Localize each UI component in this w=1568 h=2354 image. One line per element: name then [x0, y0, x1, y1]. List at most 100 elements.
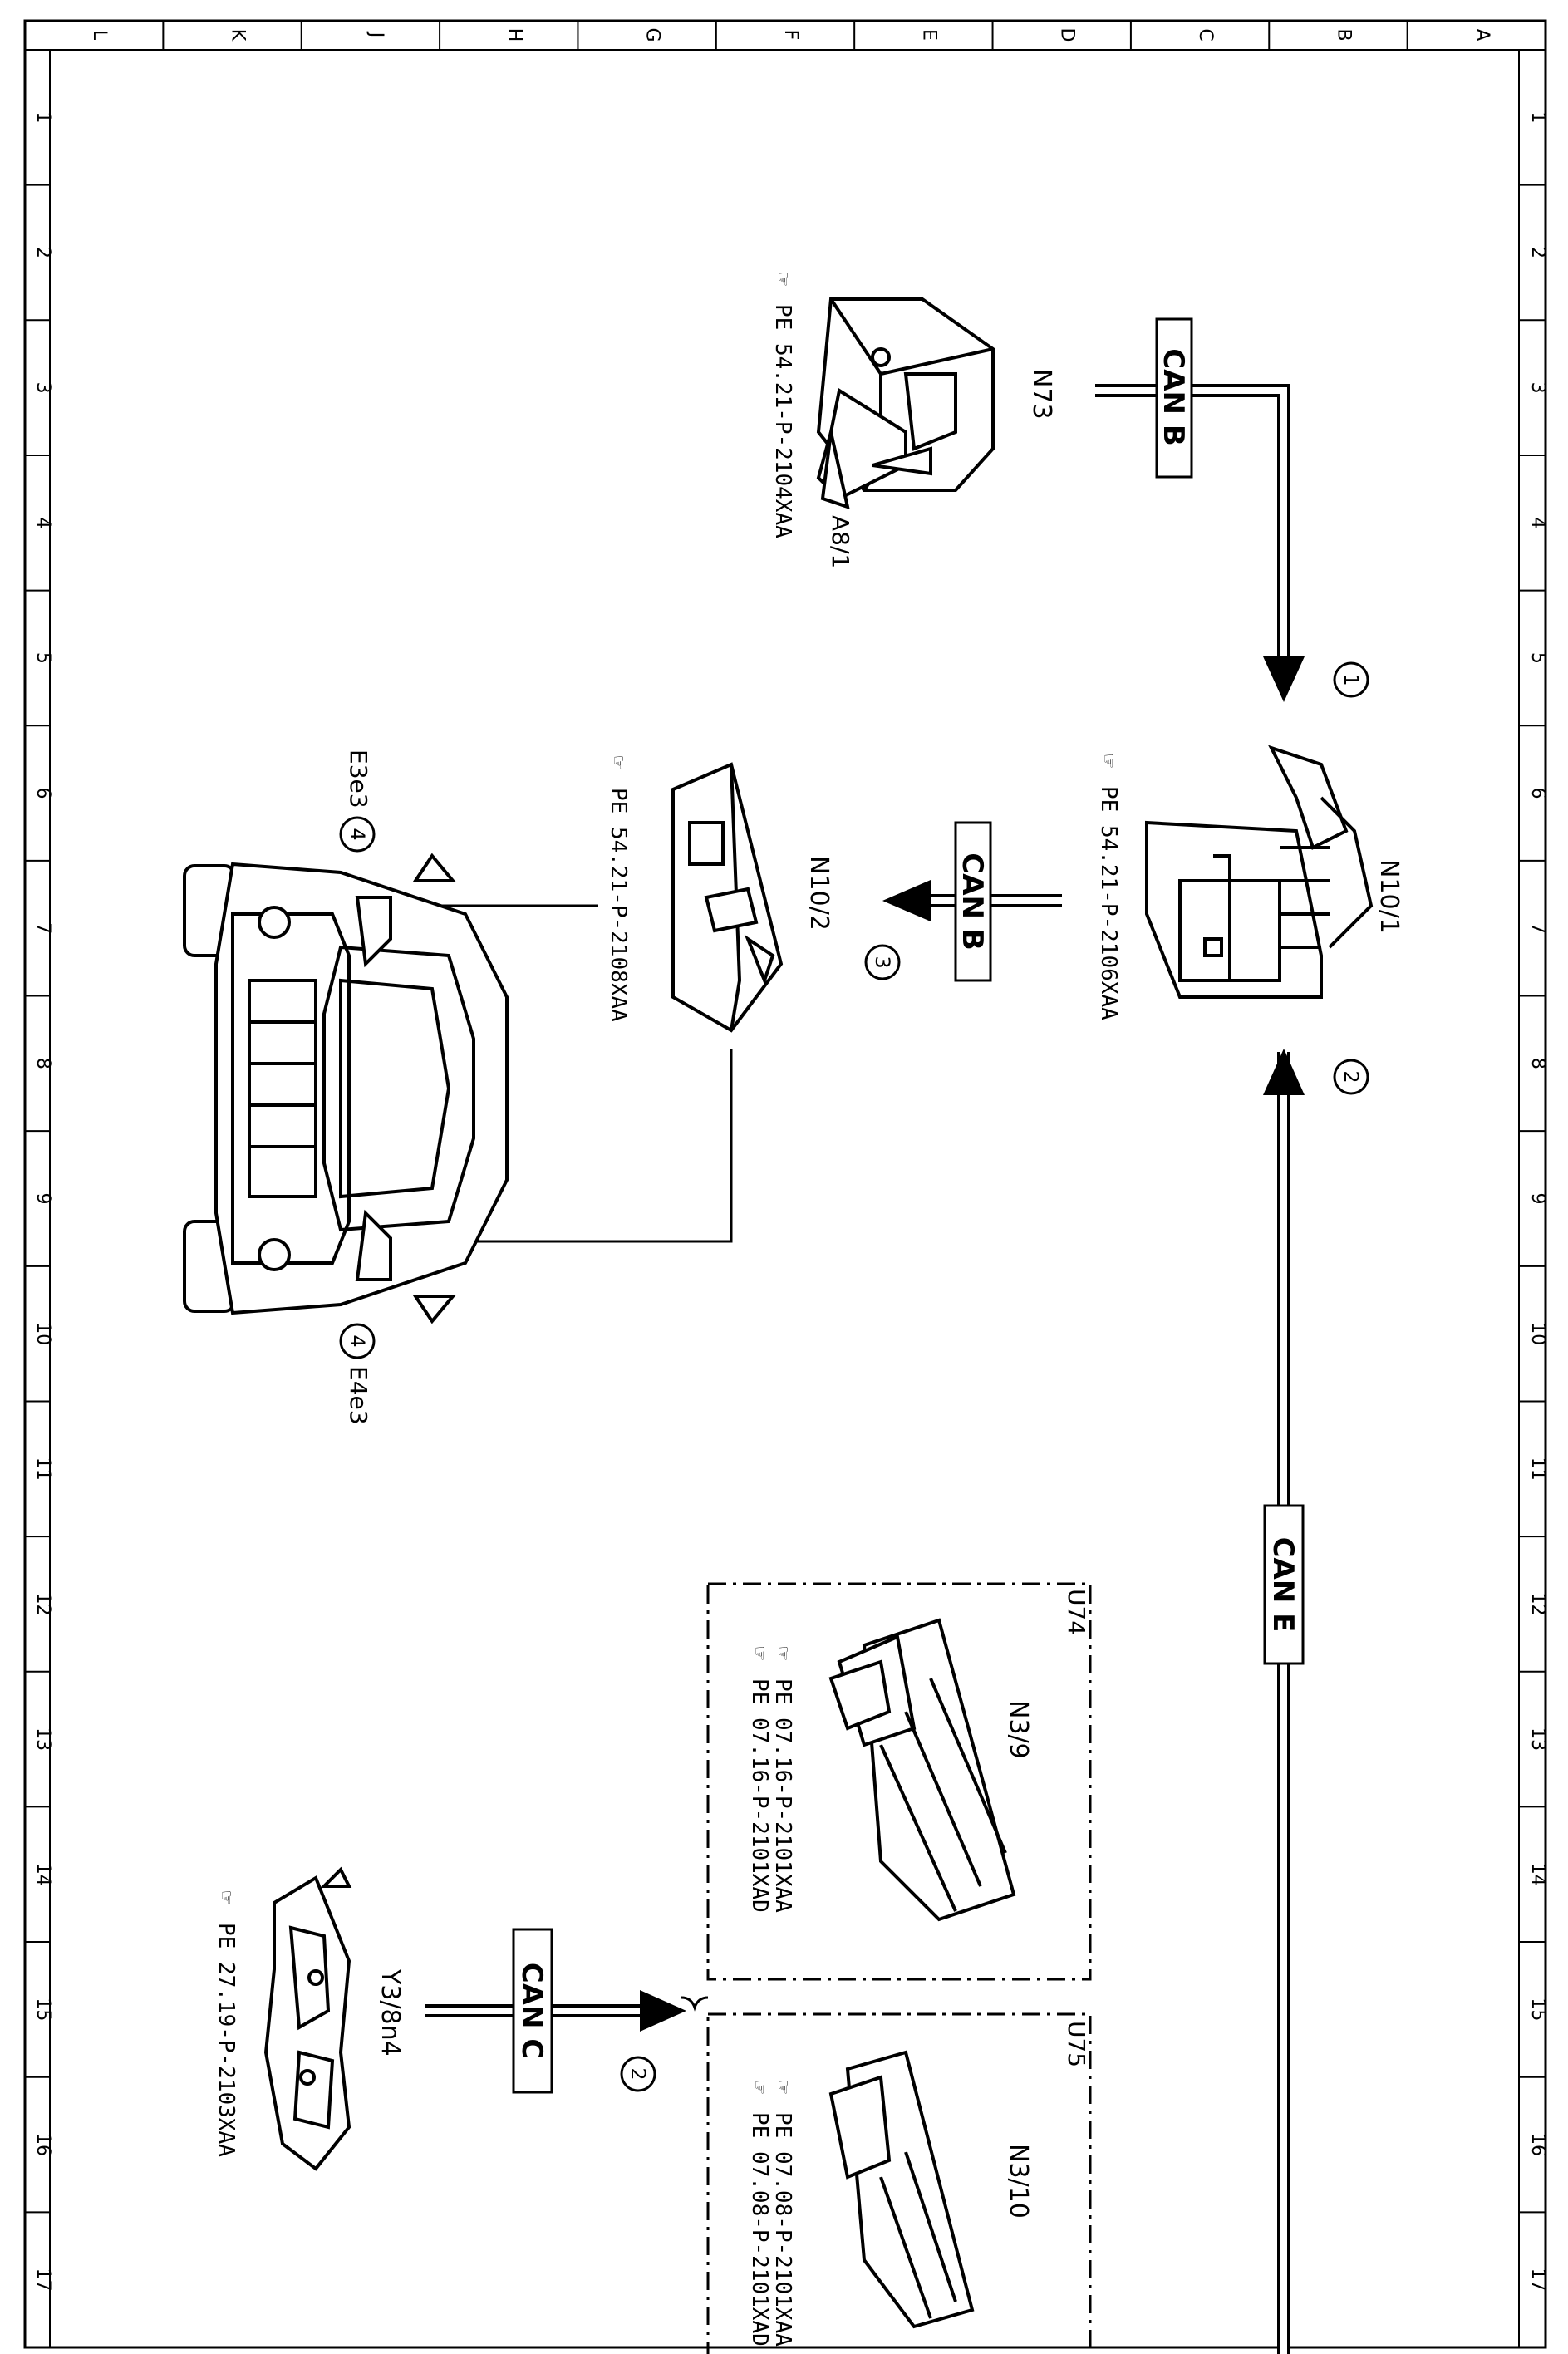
grid-row-label: 5 — [32, 652, 53, 664]
svg-text:3: 3 — [871, 956, 894, 968]
step-2-badge-lower: 2 — [620, 2056, 656, 2092]
svg-text:PE 54.21-P-2104XAA: PE 54.21-P-2104XAA — [770, 304, 795, 538]
svg-text:PE 54.21-P-2108XAA: PE 54.21-P-2108XAA — [606, 788, 631, 1022]
y3-8n4-component: Y3/8n4 ☞ PE 27.19-P-2103XAA — [214, 1866, 405, 2171]
can-b-label-top: CAN B — [1157, 348, 1190, 445]
sam-control-unit-icon — [1145, 745, 1374, 999]
grid-column-label: J — [366, 31, 386, 38]
grid-column-label: L — [89, 30, 110, 41]
arrow-left-icon — [882, 880, 931, 921]
n10-2-reference: ☞ PE 54.21-P-2108XAA — [606, 756, 631, 1022]
n3-9-reference-1: ☞ PE 07.16-P-2101XAA — [770, 1647, 795, 1913]
svg-text:PE 07.16-P-2101XAA: PE 07.16-P-2101XAA — [770, 1678, 795, 1913]
n3-9-code: N3/9 — [1004, 1700, 1033, 1759]
y3-8n4-reference: ☞ PE 27.19-P-2103XAA — [214, 1891, 238, 2157]
step-3-badge: 3 — [864, 944, 901, 980]
grid-row-label: 8 — [32, 1058, 53, 1069]
book-icon: ☞ — [606, 756, 631, 769]
n73-code: N73 — [1027, 369, 1056, 420]
grid-row-label: 1 — [1527, 111, 1548, 123]
step-1-badge: 1 — [1333, 661, 1369, 698]
grid-row-label: 2 — [32, 247, 53, 258]
grid-row-label: 8 — [1527, 1058, 1548, 1069]
transmission-control-unit-icon — [263, 1866, 352, 2171]
svg-text:PE 07.08-P-2101XAA: PE 07.08-P-2101XAA — [770, 2112, 795, 2347]
grid-row-label: 10 — [32, 1322, 53, 1345]
book-icon: ☞ — [770, 273, 795, 286]
arrow-up-icon — [1263, 1049, 1305, 1095]
u75-label: U75 — [1063, 2021, 1090, 2067]
grid-row-label: 6 — [32, 788, 53, 799]
grid-row-label: 3 — [1527, 382, 1548, 394]
can-e-label: CAN E — [1266, 1537, 1300, 1633]
svg-text:2: 2 — [1339, 1070, 1363, 1083]
grid-row-label: 17 — [32, 2268, 53, 2292]
n73-sub-code: A8/1 — [827, 515, 854, 568]
n3-10-code: N3/10 — [1004, 2144, 1033, 2219]
can-c-connection: CAN C — [425, 1928, 686, 2094]
lamp-e4e3-label: 4 E4e3 — [339, 1323, 376, 1425]
engine-ecu-icon — [828, 1618, 1016, 1922]
can-e-connection: CAN E — [1263, 1049, 1305, 2354]
can-b-connection-2: CAN B — [882, 821, 1062, 982]
right-headlamp-icon — [355, 1209, 392, 1281]
grid-row-label: 12 — [1527, 1592, 1548, 1615]
grid-column-label: G — [642, 27, 663, 42]
can-b-connection-1: CAN B — [1095, 317, 1305, 702]
grid-row-label: 16 — [32, 2133, 53, 2156]
book-icon: ☞ — [770, 2081, 795, 2094]
y3-8n4-code: Y3/8n4 — [376, 1968, 405, 2057]
grid-column-label: F — [780, 30, 801, 41]
svg-text:4: 4 — [346, 828, 369, 840]
grid-column-label: E — [918, 29, 939, 41]
grid-column-label: B — [1333, 28, 1354, 41]
left-headlamp-icon — [355, 896, 392, 968]
grid-column-label: H — [504, 28, 524, 42]
book-icon: ☞ — [747, 1647, 772, 1660]
vehicle-front-icon — [183, 853, 509, 1324]
grid-column-label: D — [1057, 28, 1078, 42]
svg-text:E4e3: E4e3 — [345, 1366, 372, 1425]
grid-row-label: 1 — [32, 111, 53, 123]
n3-10-reference-2: ☞ PE 07.08-P-2101XAD — [747, 2081, 772, 2347]
book-icon: ☞ — [1096, 754, 1121, 768]
svg-text:2: 2 — [627, 2067, 650, 2080]
grid-row-label: 16 — [1527, 2133, 1548, 2156]
svg-text:PE 07.16-P-2101XAD: PE 07.16-P-2101XAD — [747, 1678, 772, 1913]
variant-bracket — [681, 1996, 709, 2012]
arrow-down-icon — [1263, 656, 1305, 702]
book-icon: ☞ — [770, 1647, 795, 1660]
arrow-right-icon — [640, 1990, 686, 2032]
n73-reference: ☞ PE 54.21-P-2104XAA — [770, 273, 795, 538]
grid-row-label: 11 — [1527, 1457, 1548, 1481]
grid-column-label: C — [1195, 28, 1216, 41]
grid-row-label: 9 — [32, 1193, 53, 1205]
grid-row-label: 5 — [1527, 652, 1548, 664]
grid-row-label: 4 — [32, 517, 53, 528]
rear-sam-icon — [671, 762, 784, 1033]
n10-2-component: N10/2 ☞ PE 54.21-P-2108XAA — [606, 756, 833, 1033]
grid-row-label: 9 — [1527, 1193, 1548, 1205]
ignition-switch-icon — [816, 297, 995, 510]
u74-variant-box: U74 N3/9 ☞ PE 07.16-P-2101XAA ☞ PE 07.16… — [706, 1582, 1092, 1981]
grid-row-label: 3 — [32, 382, 53, 394]
can-c-label: CAN C — [515, 1963, 548, 2060]
grid-row-label: 13 — [1527, 1727, 1548, 1751]
svg-text:PE 27.19-P-2103XAA: PE 27.19-P-2103XAA — [214, 1923, 238, 2157]
lamp-e3e3-label: E3e3 4 — [339, 749, 376, 853]
grid-row-label: 10 — [1527, 1322, 1548, 1345]
grid-row-label: 11 — [32, 1457, 53, 1481]
book-icon: ☞ — [747, 2081, 772, 2094]
svg-text:PE 54.21-P-2106XAA: PE 54.21-P-2106XAA — [1096, 786, 1121, 1020]
grid-row-label: 13 — [32, 1727, 53, 1751]
grid-column-label: K — [228, 29, 248, 42]
n10-1-code: N10/1 — [1374, 859, 1403, 934]
grid-row-label: 7 — [1527, 922, 1548, 934]
grid-row-label: 12 — [32, 1592, 53, 1615]
grid-row-label: 15 — [32, 1998, 53, 2021]
svg-text:PE 07.08-P-2101XAD: PE 07.08-P-2101XAD — [747, 2112, 772, 2347]
book-icon: ☞ — [214, 1891, 238, 1904]
n10-2-code: N10/2 — [804, 856, 833, 931]
